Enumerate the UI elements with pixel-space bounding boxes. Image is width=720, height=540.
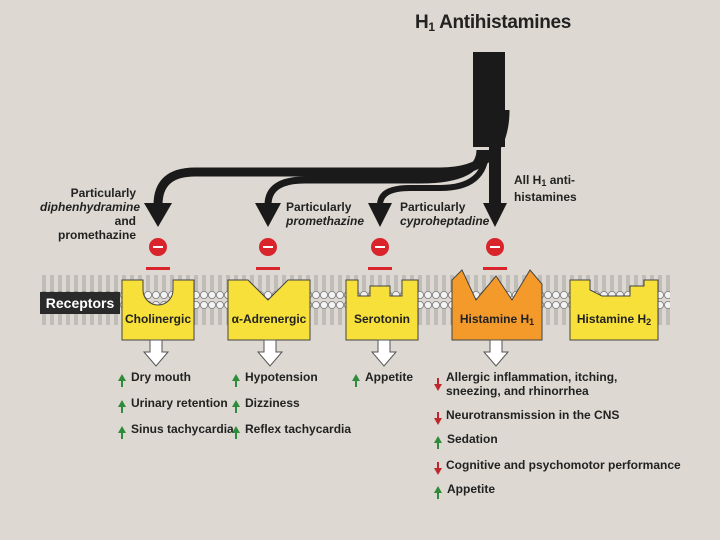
- inhibit-bar: [146, 267, 170, 270]
- effect-item: Sedation: [434, 432, 681, 458]
- inhibit-bar: [368, 267, 392, 270]
- up-arrow-icon: [232, 374, 240, 387]
- effect-item: Cognitive and psychomotor performance: [434, 458, 681, 482]
- title-subscript: 1: [428, 20, 435, 34]
- effect-text: Neurotransmission in the CNS: [446, 408, 620, 422]
- note-text: anti-: [546, 173, 576, 187]
- note-cyproheptadine: Particularly cyproheptadine: [400, 200, 489, 228]
- effect-text: Urinary retention: [131, 396, 228, 410]
- receptor-h1-sub: 1: [529, 317, 535, 327]
- note-text: and promethazine: [57, 214, 136, 242]
- receptor-h1-shape: [451, 269, 543, 341]
- up-arrow-icon: [118, 426, 126, 439]
- effect-item: Neurotransmission in the CNS: [434, 408, 681, 432]
- signal-arrow-histamine: [482, 339, 510, 367]
- down-arrow-icon: [434, 462, 442, 475]
- effect-text: Allergic inflammation, itching,: [446, 370, 618, 384]
- effect-item: Appetite: [352, 370, 413, 396]
- up-arrow-icon: [118, 400, 126, 413]
- signal-arrow-cholinergic: [142, 339, 170, 367]
- title-rest: Antihistamines: [434, 12, 572, 33]
- receptor-h2-shape: [569, 279, 659, 341]
- effect-text: Dry mouth: [131, 370, 191, 384]
- effects-adrenergic: Hypotension Dizziness Reflex tachycardia: [232, 370, 351, 448]
- receptor-serotonin-shape: [345, 279, 419, 341]
- note-line: histamines: [514, 190, 577, 204]
- effects-cholinergic: Dry mouth Urinary retention Sinus tachyc…: [118, 370, 234, 448]
- inhibit-icon: [371, 238, 389, 256]
- note-line: and promethazine: [40, 214, 136, 242]
- note-diphenhydramine: Particularly diphenhydramine and prometh…: [40, 186, 141, 242]
- receptor-h2-label: Histamine H2: [570, 312, 658, 327]
- effect-text: Dizziness: [245, 396, 300, 410]
- receptor-serotonin-label: Serotonin: [354, 312, 410, 326]
- effect-item: Hypotension: [232, 370, 351, 396]
- note-line: Particularly: [70, 186, 136, 200]
- note-promethazine: Particularly promethazine: [286, 200, 364, 228]
- arrowhead-histamine: [483, 203, 507, 227]
- effect-text: Hypotension: [245, 370, 318, 384]
- signal-arrows: [142, 339, 510, 367]
- note-line: Particularly: [286, 200, 352, 214]
- signal-arrow-serotonin: [370, 339, 398, 367]
- receptors-label: Receptors: [40, 292, 120, 314]
- arrowhead-cholinergic: [144, 203, 172, 227]
- diagram-title: H1 Antihistamines: [415, 12, 571, 34]
- effect-text: Appetite: [365, 370, 413, 384]
- effect-text: sneezing, and rhinorrhea: [446, 384, 589, 398]
- effect-item: Appetite: [434, 482, 681, 508]
- up-arrow-icon: [232, 400, 240, 413]
- receptor-h1-text: Histamine H: [459, 312, 530, 326]
- inhibit-icon: [259, 238, 277, 256]
- effect-text: Appetite: [447, 482, 495, 496]
- effect-text: Reflex tachycardia: [245, 422, 352, 436]
- note-line: cyproheptadine: [400, 214, 490, 228]
- effect-item: Sinus tachycardia: [118, 422, 234, 448]
- effects-serotonin: Appetite: [352, 370, 413, 396]
- effect-item: Reflex tachycardia: [232, 422, 351, 448]
- effect-text: Cognitive and psychomotor performance: [446, 458, 681, 472]
- arrowhead-serotonin: [368, 203, 392, 227]
- up-arrow-icon: [352, 374, 360, 387]
- effect-item: Dry mouth: [118, 370, 234, 396]
- inhibit-icon: [486, 238, 504, 256]
- note-line: diphenhydramine: [40, 200, 141, 214]
- receptor-h2-text: Histamine H: [576, 312, 647, 326]
- antihistamine-trunk: [153, 52, 510, 210]
- signal-arrow-adrenergic: [256, 339, 284, 367]
- inhibit-icon: [149, 238, 167, 256]
- note-line: Particularly: [400, 200, 466, 214]
- receptor-cholinergic-shape: [121, 279, 195, 341]
- receptor-cholinergic-label: Cholinergic: [124, 312, 191, 326]
- receptor-h2-sub: 2: [646, 317, 652, 327]
- up-arrow-icon: [434, 436, 442, 449]
- inhibit-bar: [256, 267, 280, 270]
- note-line: All H1 anti-: [514, 173, 577, 190]
- note-line: promethazine: [286, 214, 365, 228]
- arrowhead-adrenergic: [255, 203, 281, 227]
- effect-item: Dizziness: [232, 396, 351, 422]
- effect-item: Urinary retention: [118, 396, 234, 422]
- up-arrow-icon: [434, 486, 442, 499]
- note-text: All H: [514, 173, 542, 187]
- up-arrow-icon: [118, 374, 126, 387]
- receptor-adrenergic-shape: [227, 279, 311, 341]
- effects-histamine: Allergic inflammation, itching, sneezing…: [434, 370, 681, 508]
- note-all-h1: All H1 anti- histamines: [514, 173, 577, 204]
- up-arrow-icon: [232, 426, 240, 439]
- down-arrow-icon: [434, 378, 442, 391]
- down-arrow-icon: [434, 412, 442, 425]
- receptor-h1-label: Histamine H1: [452, 312, 542, 327]
- effect-item: Allergic inflammation, itching, sneezing…: [434, 370, 681, 408]
- effect-text: Sinus tachycardia: [131, 422, 234, 436]
- title-h: H: [415, 12, 429, 33]
- note-sub: 1: [541, 178, 547, 188]
- receptor-adrenergic-label: α-Adrenergic: [231, 312, 307, 326]
- inhibit-bar: [483, 267, 507, 270]
- effect-text: Sedation: [447, 432, 498, 446]
